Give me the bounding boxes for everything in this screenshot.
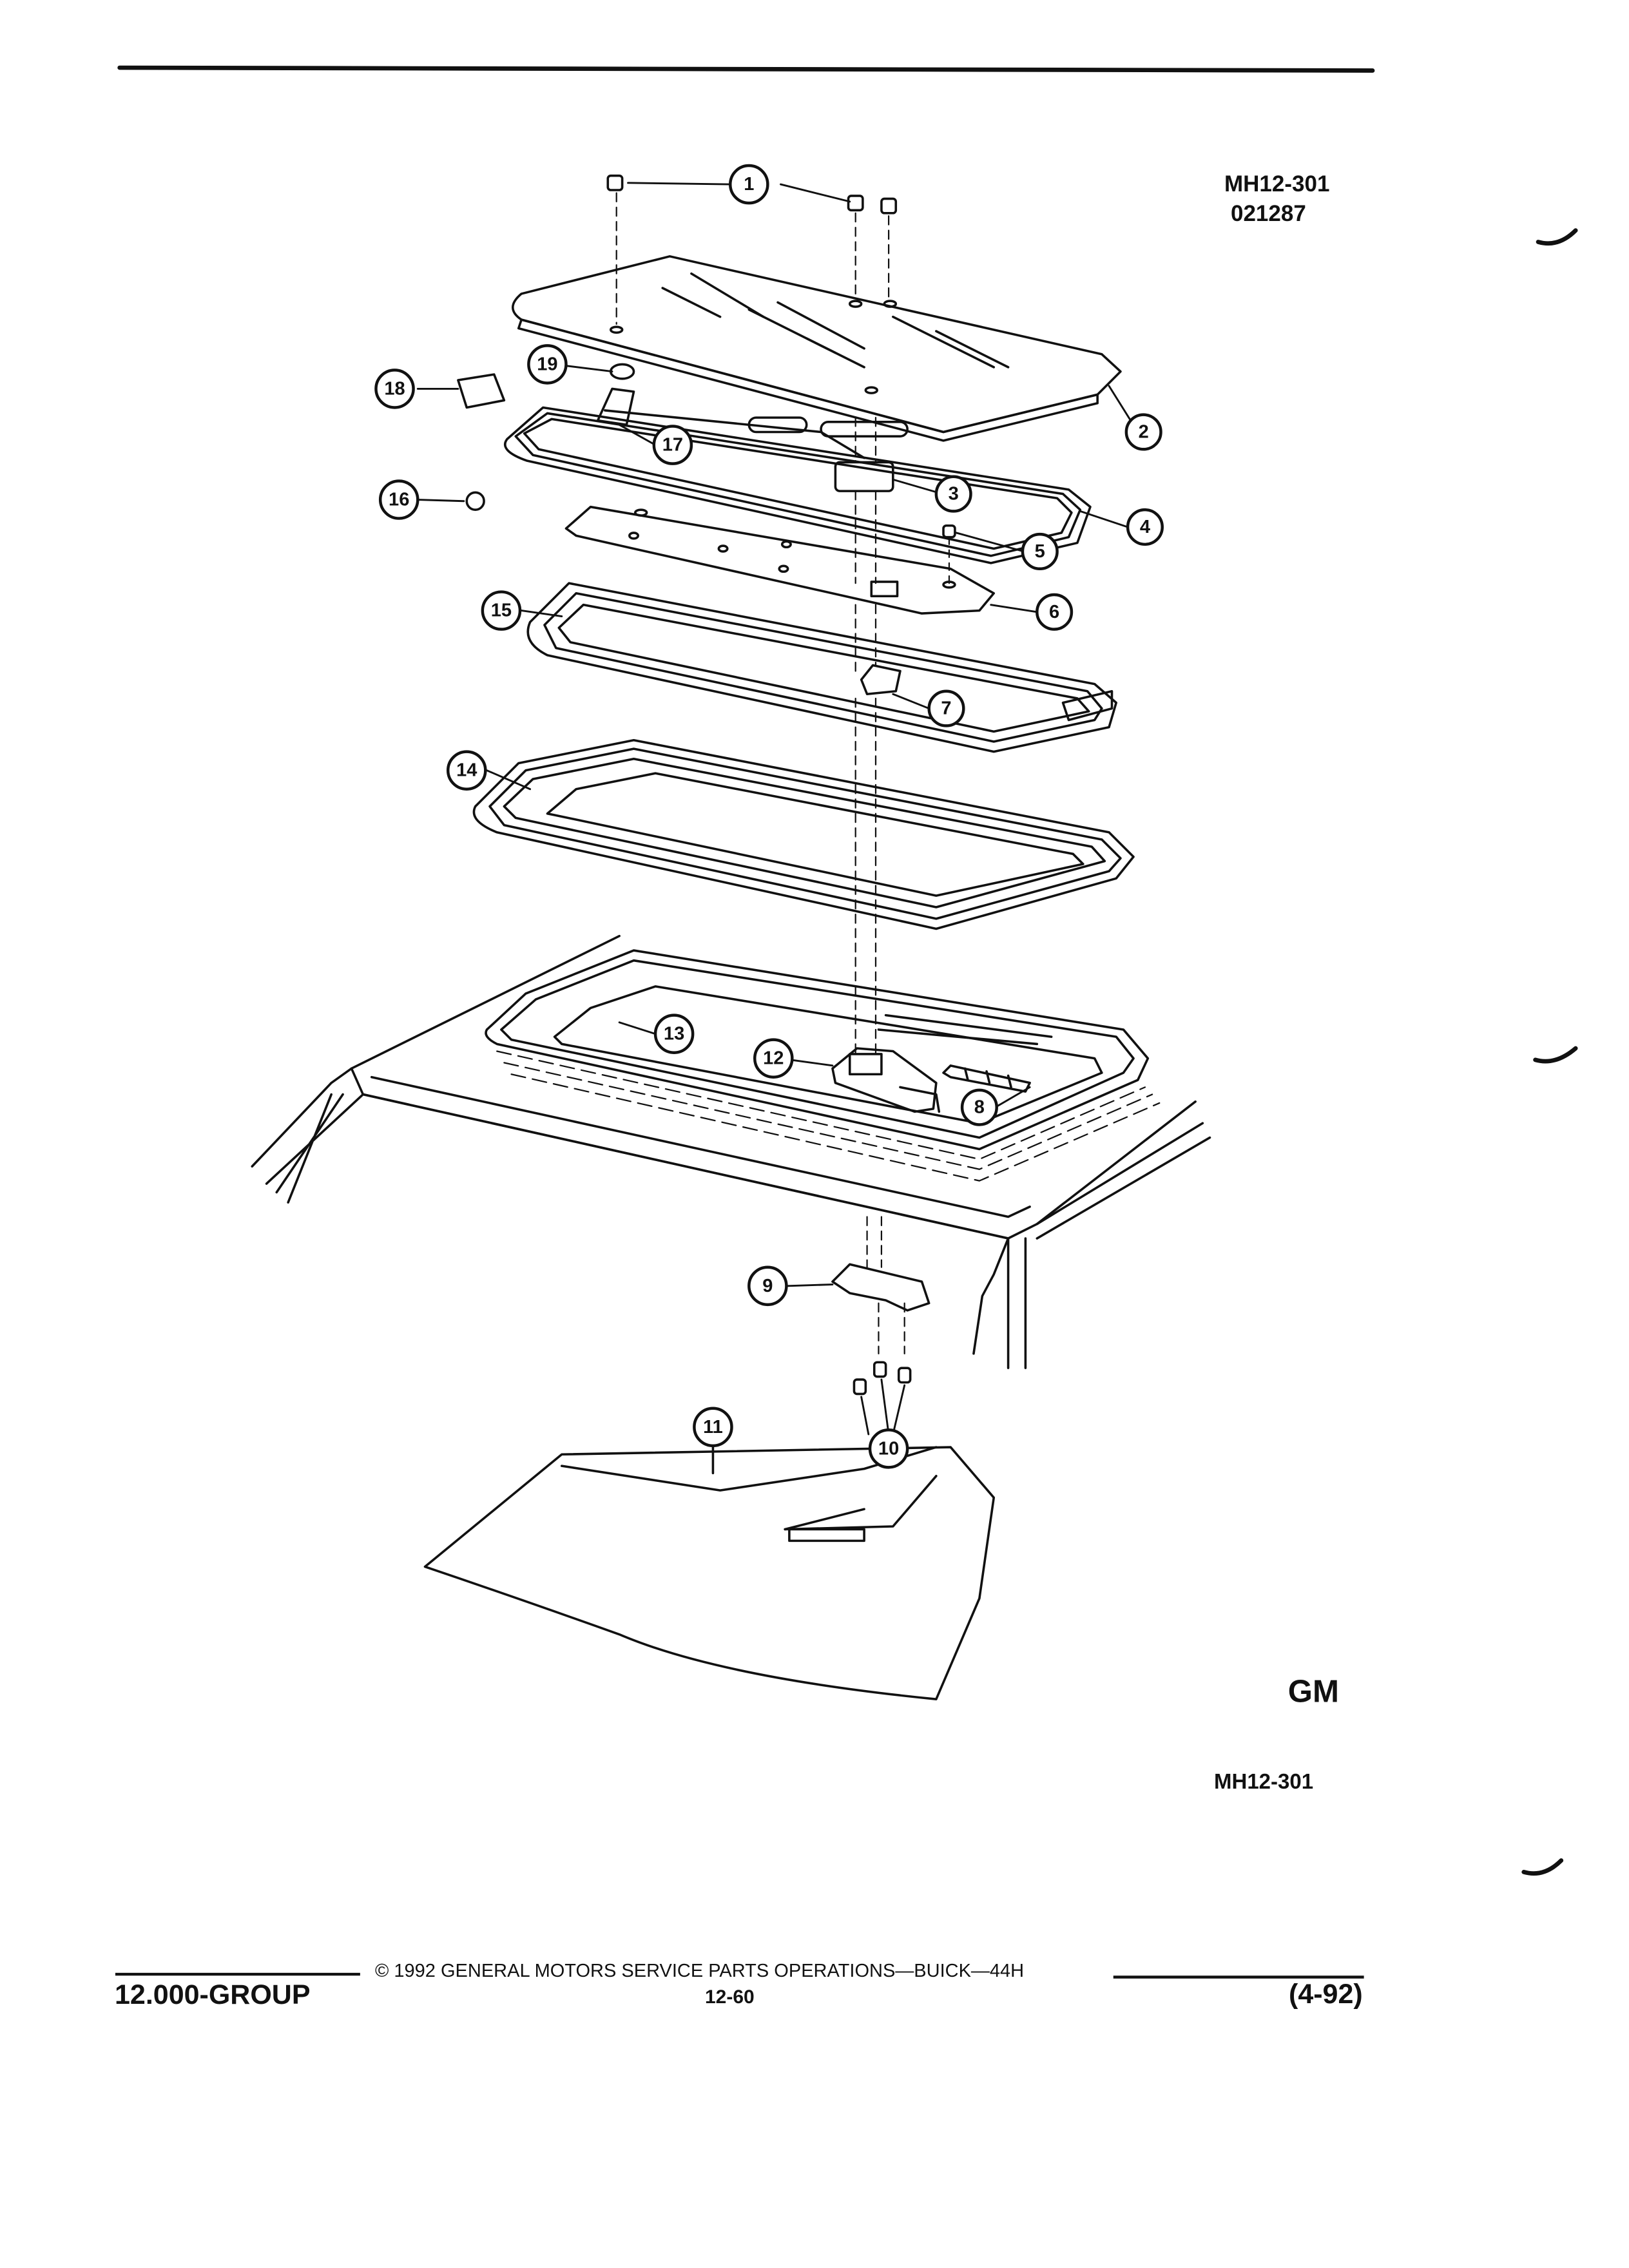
figure-date-code: 021287 <box>1231 201 1306 226</box>
callout-11-label: 11 <box>703 1417 723 1437</box>
callout-9-label: 9 <box>762 1276 773 1296</box>
outer-seal <box>472 738 1135 930</box>
callout-13 <box>653 1014 695 1054</box>
callout-4-label: 4 <box>1140 517 1150 537</box>
callout-2-label: 2 <box>1139 421 1149 442</box>
callout-14-label: 14 <box>456 760 477 781</box>
nut-part <box>465 491 485 511</box>
roof-opening <box>485 949 1161 1182</box>
callout-11 <box>693 1407 733 1448</box>
storage-bag <box>423 1445 996 1700</box>
roof-body <box>251 934 1211 1369</box>
callout-16 <box>378 479 419 520</box>
footer-revision: (4-92) <box>1289 1979 1363 2010</box>
drive-cable <box>942 1064 1031 1093</box>
callout-15-label: 15 <box>491 601 512 621</box>
callout-18-label: 18 <box>384 378 405 399</box>
callout-9 <box>747 1265 788 1307</box>
callout-4 <box>1126 508 1164 546</box>
bracket-part <box>596 387 635 427</box>
deflector-panel <box>564 505 996 615</box>
callout-8 <box>960 1088 998 1126</box>
screw-set <box>853 1361 912 1396</box>
callout-3-label: 3 <box>949 484 959 505</box>
callout-7-label: 7 <box>941 698 951 719</box>
callout-17-label: 17 <box>662 435 683 456</box>
cable-clip-part <box>457 373 506 409</box>
glass-panel <box>512 255 1122 442</box>
callout-2 <box>1124 413 1162 451</box>
callout-12 <box>753 1038 794 1079</box>
latch-part <box>834 417 894 584</box>
footer-page-number: 12-60 <box>705 1986 755 2008</box>
callout-14 <box>446 750 487 791</box>
callout-1 <box>729 164 769 205</box>
callout-6 <box>1036 593 1074 631</box>
gm-logo: GM <box>1288 1674 1339 1709</box>
callout-3 <box>934 475 972 513</box>
header-rule <box>117 65 1375 73</box>
callout-7 <box>927 689 965 727</box>
drive-mechanism <box>831 1047 941 1113</box>
inner-frame <box>526 582 1118 753</box>
footer-group: 12.000-GROUP <box>115 1979 311 2010</box>
callout-10 <box>868 1428 909 1469</box>
callout-15 <box>481 590 522 631</box>
figure-id-top: MH12-301 <box>1224 171 1330 197</box>
callout-18 <box>374 369 415 409</box>
figure-id-bottom: MH12-301 <box>1214 1769 1314 1793</box>
callout-8-label: 8 <box>974 1097 985 1118</box>
pin-fasteners <box>606 174 898 325</box>
callout-17 <box>652 425 693 465</box>
callout-markers <box>374 164 1164 1469</box>
callout-12-label: 12 <box>763 1048 784 1069</box>
callout-10-label: 10 <box>878 1438 899 1459</box>
seal-frame <box>504 406 1092 564</box>
rear-bracket <box>831 1216 930 1354</box>
callout-16-label: 16 <box>389 490 409 510</box>
svg-text:GM: GM <box>1288 1674 1339 1709</box>
callout-5 <box>1021 532 1059 571</box>
callout-1-label: 1 <box>744 174 754 195</box>
screw-part <box>942 524 956 584</box>
callout-5-label: 5 <box>1035 541 1045 562</box>
callout-13-label: 13 <box>664 1024 684 1044</box>
callout-19 <box>527 344 568 385</box>
callout-6-label: 6 <box>1049 602 1059 622</box>
scan-marks <box>1521 228 1578 1876</box>
leader-lines <box>416 182 1139 1436</box>
callout-19-label: 19 <box>537 354 557 374</box>
washer-part <box>609 363 635 380</box>
footer-rules <box>115 1972 1364 1979</box>
footer-copyright: © 1992 GENERAL MOTORS SERVICE PARTS OPER… <box>375 1961 1025 1981</box>
